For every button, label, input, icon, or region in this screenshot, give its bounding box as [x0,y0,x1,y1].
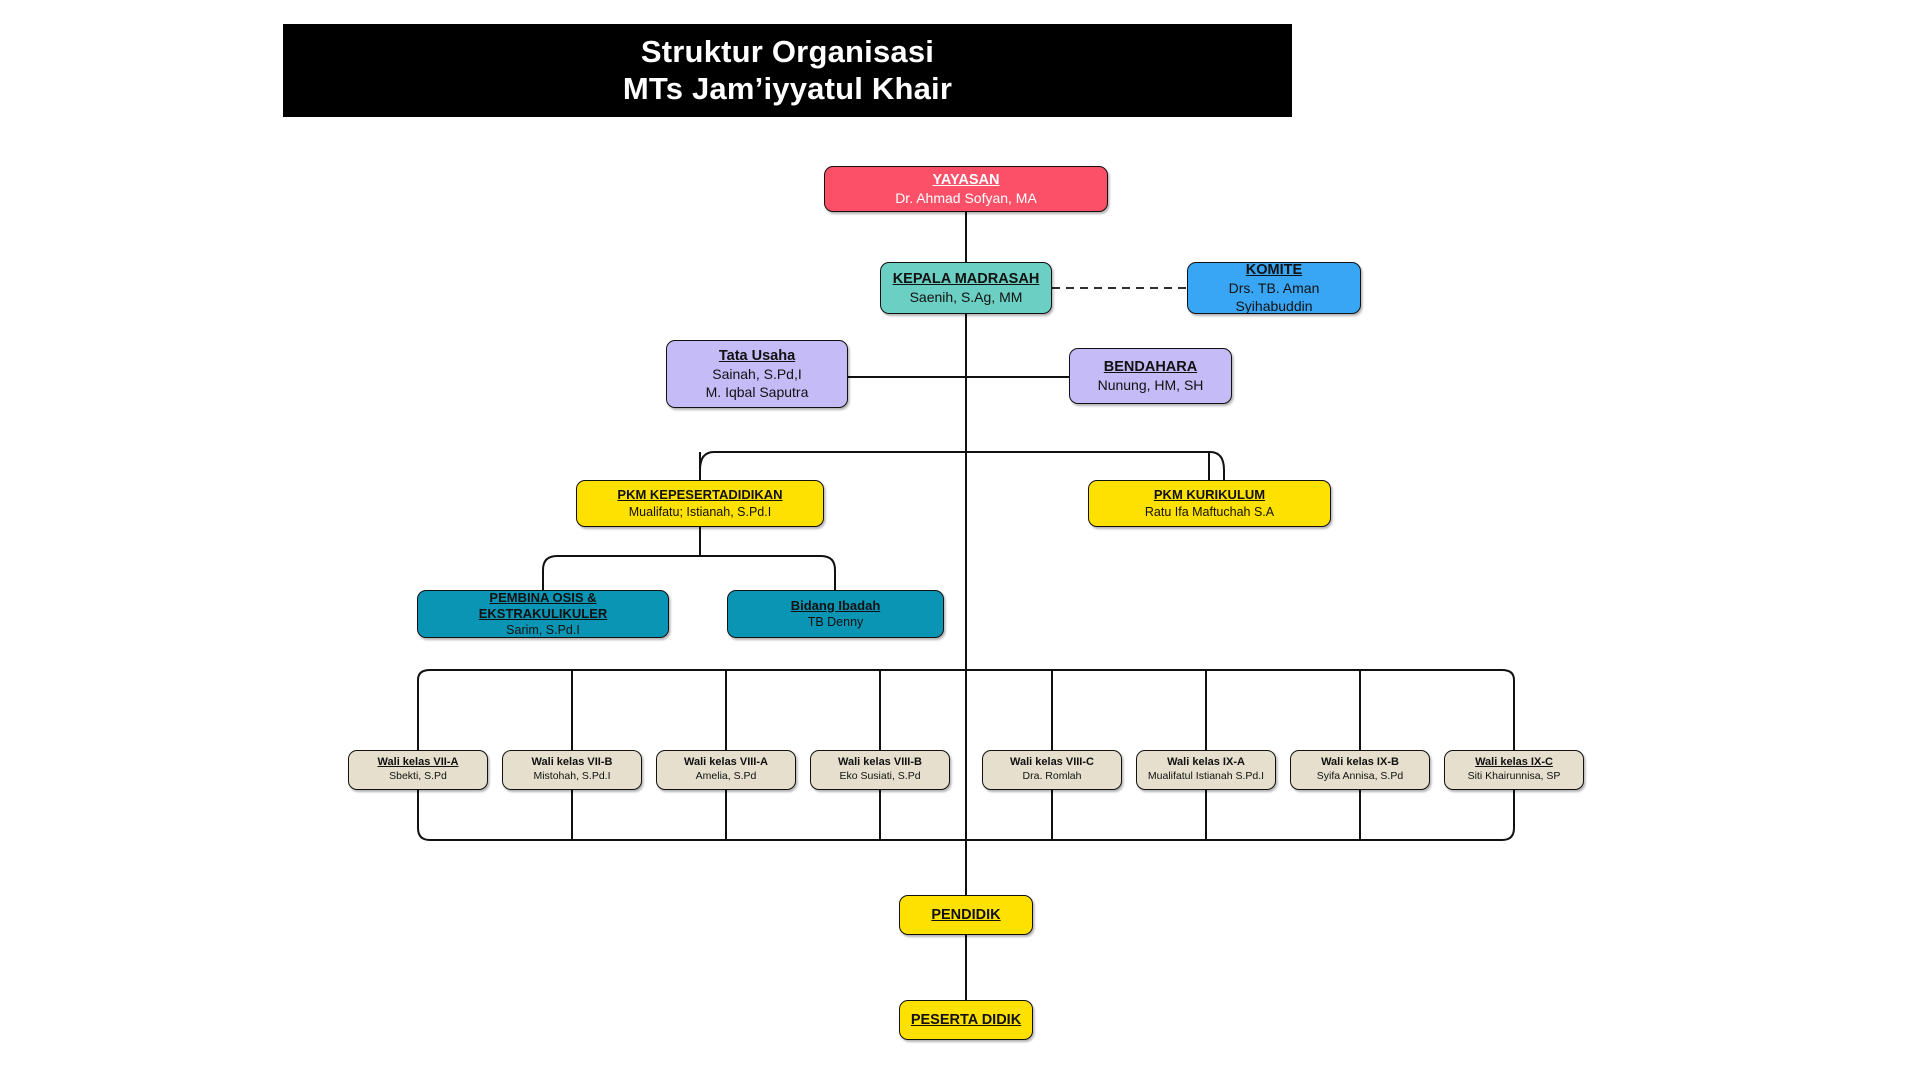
node-pembina-osis-subtitle: Sarim, S.Pd.I [506,623,580,638]
node-wali-kelas-subtitle: Amelia, S.Pd [695,770,757,783]
title-line-2: MTs Jam’iyyatul Khair [622,70,953,106]
node-pendidik[interactable]: PENDIDIK [899,895,1033,935]
node-pkm-kepesertadidikan[interactable]: PKM KEPESERTADIDIKAN Mualifatu; Istianah… [576,480,824,527]
node-yayasan[interactable]: YAYASAN Dr. Ahmad Sofyan, MA [824,166,1108,212]
node-bendahara[interactable]: BENDAHARA Nunung, HM, SH [1069,348,1232,404]
node-komite-subtitle: Drs. TB. Aman Syihabuddin [1228,279,1320,315]
node-wali-kelas-title: Wali kelas VIII-B [838,756,922,769]
node-wali-kelas-subtitle: Sbekti, S.Pd [389,770,447,783]
node-bendahara-title: BENDAHARA [1103,358,1198,375]
node-peserta-didik[interactable]: PESERTA DIDIK [899,1000,1033,1040]
line-bidang-bracket [542,555,836,590]
node-kepala-madrasah[interactable]: KEPALA MADRASAH Saenih, S.Ag, MM [880,262,1052,314]
node-wali-kelas-subtitle: Mistohah, S.Pd.I [533,770,611,783]
node-bidang-ibadah[interactable]: Bidang Ibadah TB Denny [727,590,944,638]
node-wali-kelas-title: Wali kelas IX-C [1475,756,1553,769]
node-wali-kelas-title: Wali kelas VIII-A [684,756,768,769]
node-pembina-osis-title: PEMBINA OSIS & EKSTRAKULIKULER [478,589,608,621]
node-wali-kelas-subtitle: Dra. Romlah [1022,770,1082,783]
node-pkm-kepesertadidikan-title: PKM KEPESERTADIDIKAN [617,487,783,503]
node-komite-title: KOMITE [1245,261,1303,278]
node-wali-kelas-subtitle: Eko Susiati, S.Pd [839,770,921,783]
node-wali-kelas-title: Wali kelas IX-B [1321,756,1399,769]
node-kepala-madrasah-subtitle: Saenih, S.Ag, MM [909,288,1023,305]
node-pkm-kepesertadidikan-subtitle: Mualifatu; Istianah, S.Pd.I [628,504,772,519]
page-title: Struktur Organisasi MTs Jam’iyyatul Khai… [283,24,1292,117]
node-tata-usaha-title: Tata Usaha [718,347,796,364]
node-pkm-kurikulum[interactable]: PKM KURIKULUM Ratu Ifa Maftuchah S.A [1088,480,1331,527]
node-tata-usaha-subtitle: Sainah, S.Pd,I [712,365,802,382]
line-wali-bottom-bracket [417,790,1515,841]
node-peserta-didik-title: PESERTA DIDIK [910,1011,1022,1028]
node-pendidik-title: PENDIDIK [931,906,1001,923]
node-wali-kelas-title: Wali kelas VII-B [531,756,613,769]
node-wali-kelas-subtitle: Siti Khairunnisa, SP [1467,770,1561,783]
title-line-1: Struktur Organisasi [640,33,935,69]
node-komite[interactable]: KOMITE Drs. TB. Aman Syihabuddin [1187,262,1361,314]
node-wali-kelas-title: Wali kelas VIII-C [1010,756,1094,769]
node-tata-usaha[interactable]: Tata Usaha Sainah, S.Pd,I M. Iqbal Saput… [666,340,848,408]
node-pkm-kurikulum-title: PKM KURIKULUM [1153,487,1266,503]
line-pkm-bracket [699,451,1225,480]
node-wali-kelas-subtitle: Mualifatul Istianah S.Pd.I [1147,770,1265,783]
node-tata-usaha-subtitle-2: M. Iqbal Saputra [705,384,809,401]
node-pkm-kurikulum-subtitle: Ratu Ifa Maftuchah S.A [1144,504,1275,519]
node-pembina-osis[interactable]: PEMBINA OSIS & EKSTRAKULIKULER Sarim, S.… [417,590,669,638]
node-yayasan-title: YAYASAN [932,171,1000,188]
node-bendahara-subtitle: Nunung, HM, SH [1097,376,1204,393]
line-wali-top-bracket [417,669,1515,750]
node-bidang-ibadah-subtitle: TB Denny [807,615,864,629]
node-wali-kelas-title: Wali kelas IX-A [1167,756,1245,769]
node-wali-kelas-title: Wali kelas VII-A [377,756,459,769]
node-wali-kelas-subtitle: Syifa Annisa, S.Pd [1316,770,1404,783]
node-bidang-ibadah-title: Bidang Ibadah [790,597,881,613]
node-yayasan-subtitle: Dr. Ahmad Sofyan, MA [895,189,1037,206]
node-kepala-madrasah-title: KEPALA MADRASAH [892,270,1040,287]
